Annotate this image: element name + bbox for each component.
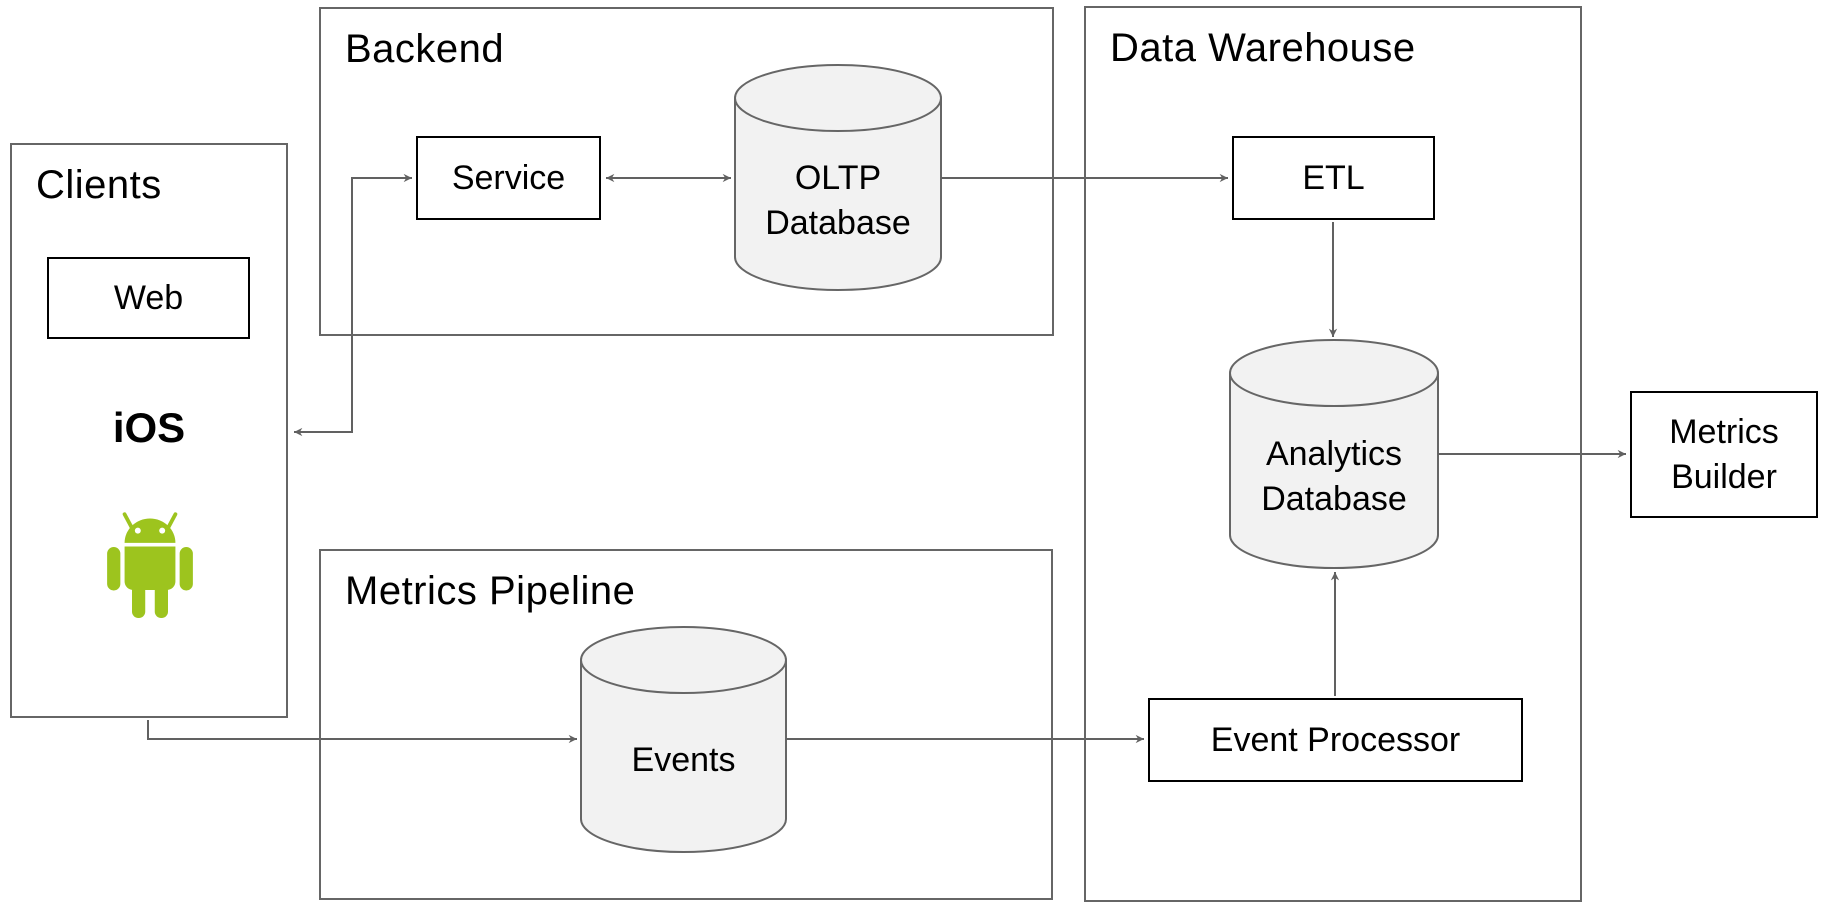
edge-clients-service <box>294 173 412 437</box>
metrics-builder-line1: Metrics <box>1669 412 1779 451</box>
group-backend-title: Backend <box>345 27 505 71</box>
node-metrics-builder: Metrics Builder <box>1630 391 1818 518</box>
android-icon <box>97 510 203 618</box>
group-data-warehouse-title: Data Warehouse <box>1110 26 1416 70</box>
edge-clients-events <box>147 720 577 744</box>
metrics-builder-line2: Builder <box>1671 457 1777 496</box>
node-service: Service <box>416 136 601 220</box>
node-event-processor: Event Processor <box>1148 698 1523 782</box>
group-backend: Backend <box>319 7 1054 336</box>
node-etl-label: ETL <box>1302 158 1365 197</box>
analytics-database-cylinder <box>1229 339 1439 569</box>
node-etl: ETL <box>1232 136 1435 220</box>
node-service-label: Service <box>451 158 566 197</box>
events-cylinder <box>580 626 787 853</box>
node-web-label: Web <box>113 278 184 317</box>
node-ios-label: iOS <box>112 404 186 451</box>
group-metrics-pipeline: Metrics Pipeline <box>319 549 1053 900</box>
node-event-processor-label: Event Processor <box>1210 720 1461 759</box>
oltp-database-cylinder <box>734 64 942 291</box>
group-clients-title: Clients <box>36 163 162 207</box>
node-web: Web <box>47 257 250 339</box>
group-metrics-pipeline-title: Metrics Pipeline <box>345 569 636 613</box>
node-metrics-builder-label: Metrics Builder <box>1669 410 1779 500</box>
group-data-warehouse: Data Warehouse <box>1084 6 1582 902</box>
group-clients: Clients <box>10 143 288 718</box>
